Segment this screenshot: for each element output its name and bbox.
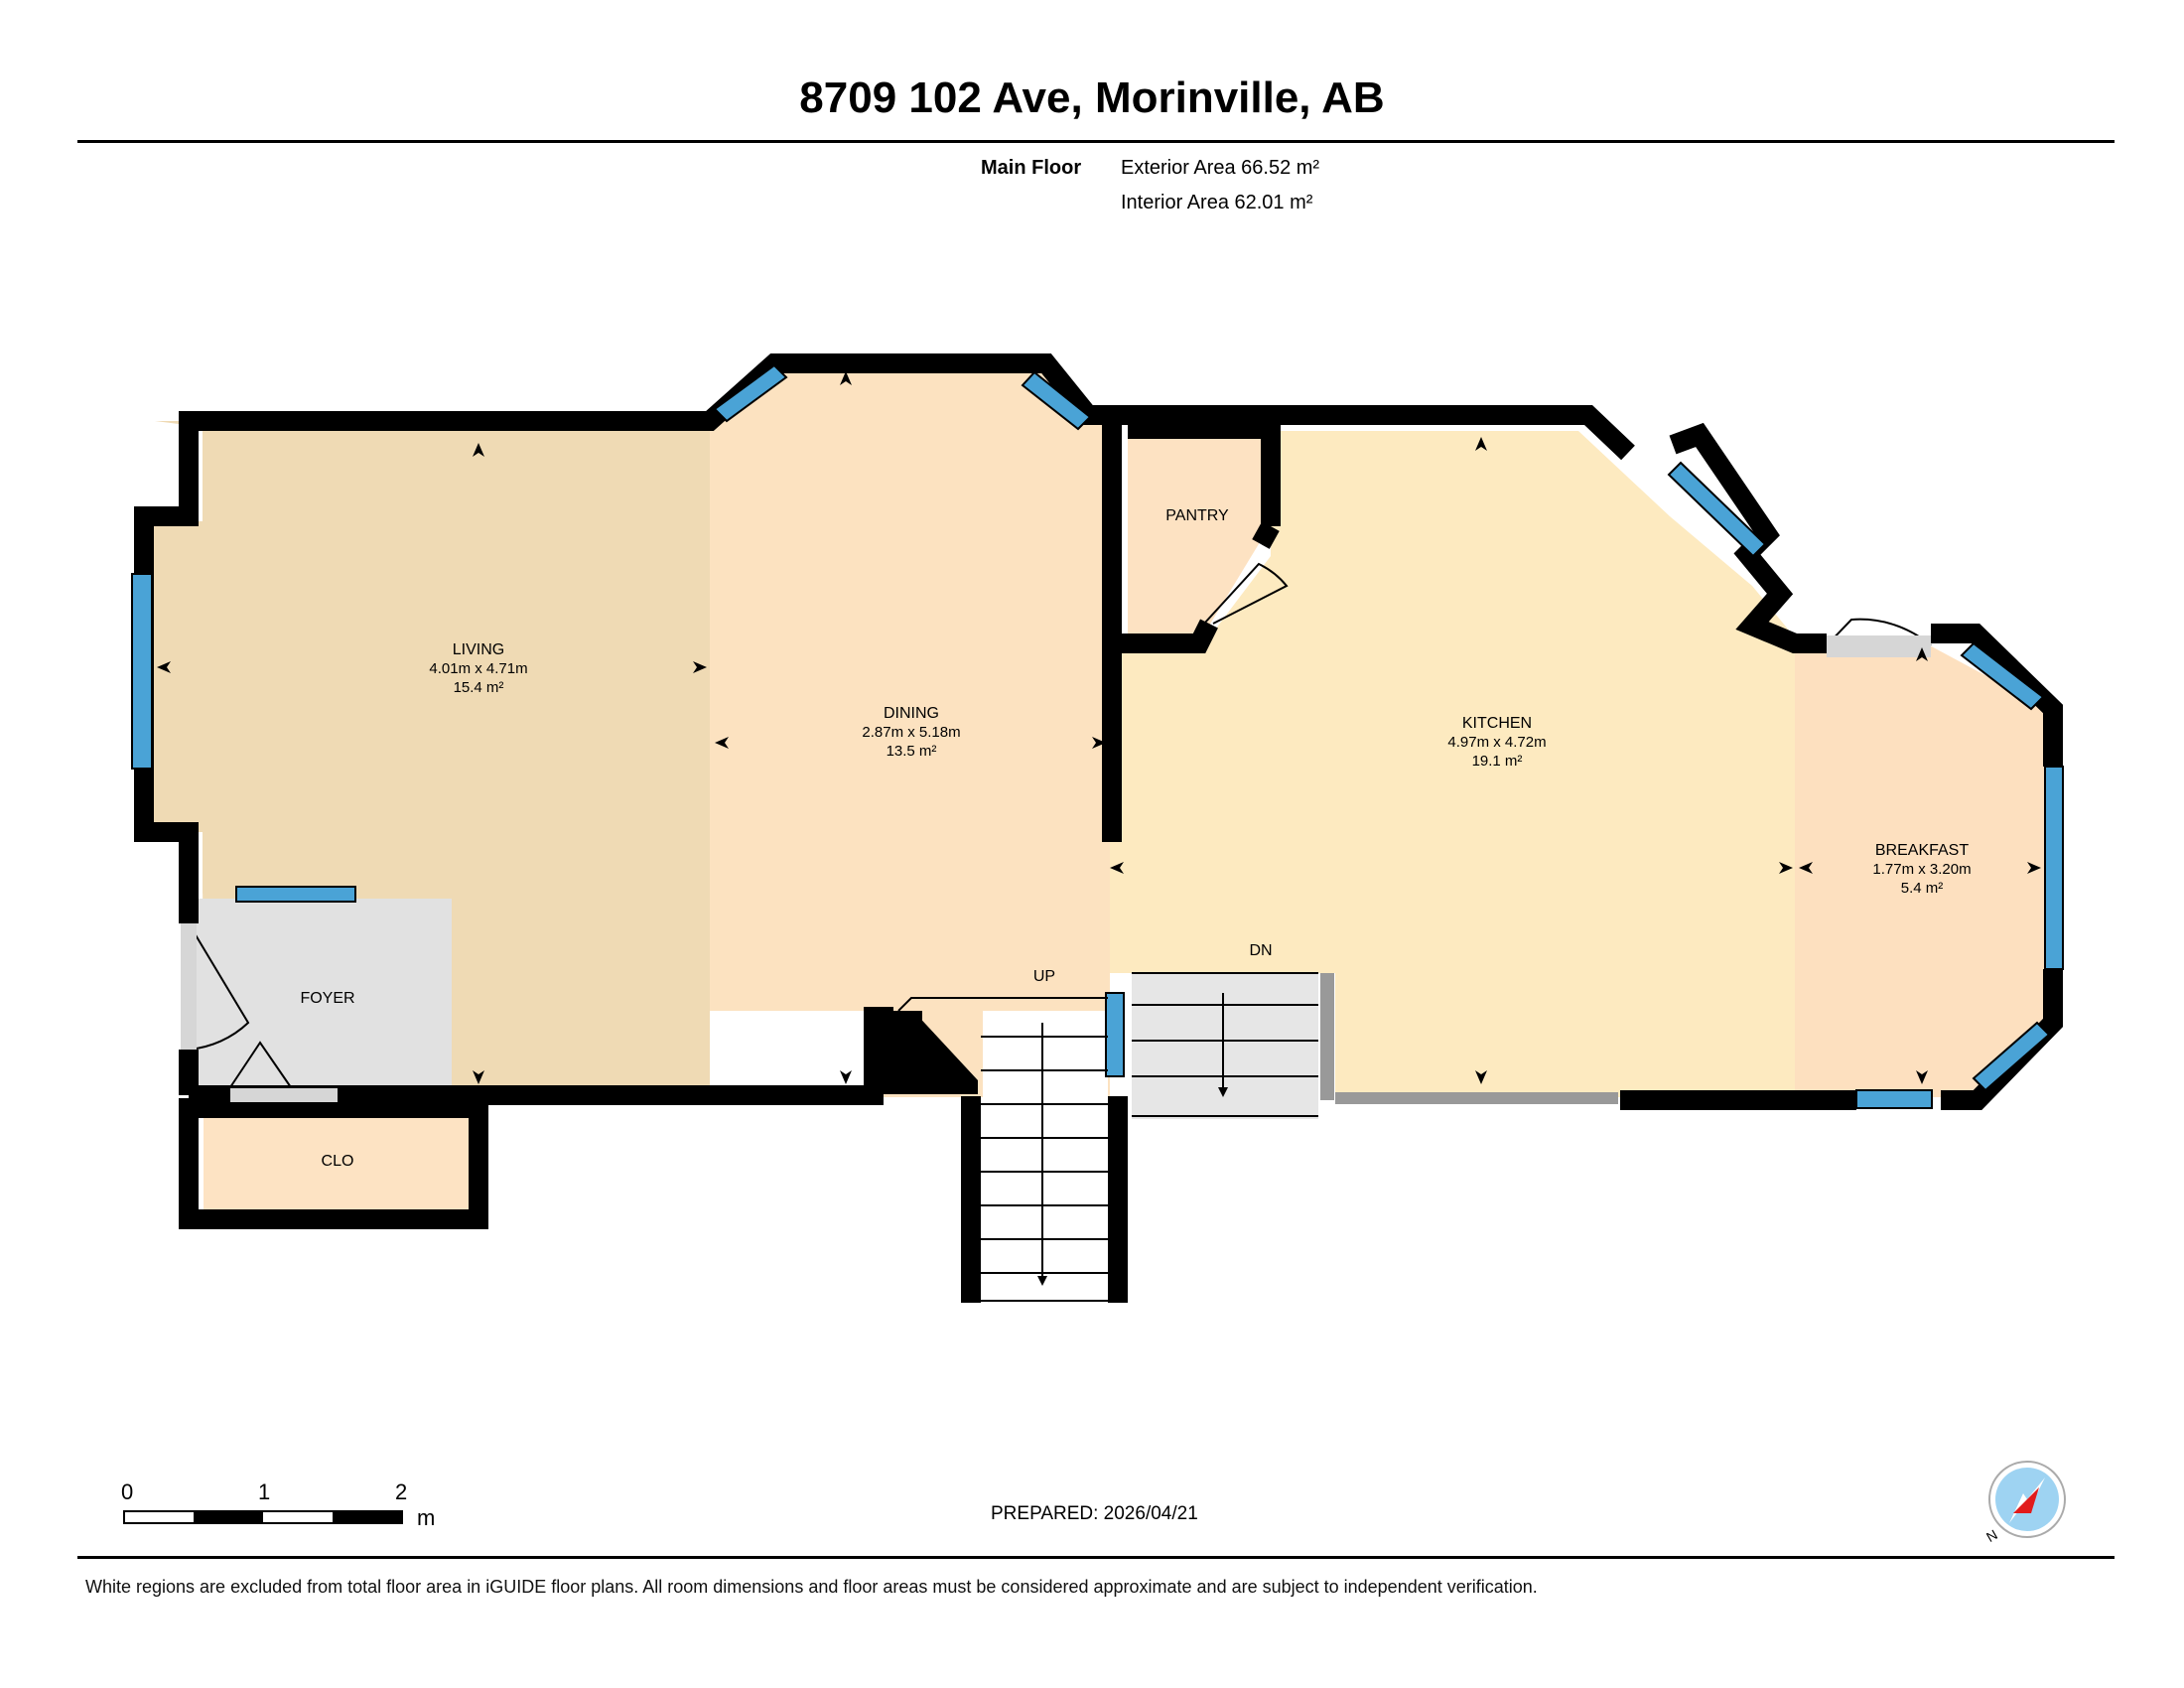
- wall-kitchen-stair-edge: [1320, 973, 1334, 1100]
- door-threshold-breakfast: [1827, 635, 1931, 657]
- windows: [131, 363, 2064, 1109]
- breakfast-room: [1795, 643, 2059, 1097]
- pantry-name: PANTRY: [1165, 507, 1229, 524]
- scale-unit: m: [417, 1505, 436, 1530]
- scale-bar: [123, 1510, 403, 1524]
- wall-stair-left: [961, 1096, 981, 1303]
- scale-tick-1: 1: [258, 1479, 271, 1504]
- living-dims: 4.01m x 4.71m: [429, 660, 527, 677]
- compass-north-label: N: [1983, 1526, 2000, 1545]
- stair-treads: [981, 972, 1318, 1302]
- interior-area: Interior Area 62.01 m²: [1121, 192, 1313, 213]
- breakfast-name: BREAKFAST: [1875, 842, 1969, 859]
- kitchen-room: [1110, 431, 1795, 1097]
- exterior-area: Exterior Area 66.52 m²: [1121, 157, 1320, 179]
- floor-label: Main Floor: [981, 157, 1082, 179]
- kitchen-name: KITCHEN: [1462, 715, 1532, 732]
- living-area: 15.4 m²: [454, 679, 504, 696]
- stair-up-area: [983, 1011, 1108, 1301]
- dining-room: [710, 363, 1110, 1097]
- dining-name: DINING: [884, 705, 939, 722]
- living-name: LIVING: [453, 641, 504, 658]
- breakfast-dims: 1.77m x 3.20m: [1872, 861, 1971, 878]
- pantry-room: [1128, 431, 1271, 635]
- page-title: 8709 102 Ave, Morinville, AB: [799, 73, 1385, 122]
- footer-rule: [77, 1556, 2115, 1559]
- prepared-date: PREPARED: 2026/04/21: [991, 1503, 1198, 1524]
- dining-area: 13.5 m²: [887, 743, 937, 760]
- living-room-main: [154, 429, 710, 1097]
- stair-up-label: UP: [1033, 968, 1055, 985]
- foyer-room: [189, 899, 452, 1097]
- header-rule: [77, 140, 2115, 143]
- dimension-arrows: [157, 371, 2041, 1084]
- wall-kitchen-lower: [1335, 1092, 1618, 1104]
- wall-stair-right: [1108, 1096, 1128, 1303]
- stair-down-area: [1132, 973, 1318, 1119]
- scale-tick-2: 2: [395, 1479, 408, 1504]
- dining-dims: 2.87m x 5.18m: [862, 724, 960, 741]
- foyer-name: FOYER: [300, 990, 354, 1007]
- door-threshold-foyer-side: [181, 923, 197, 1050]
- scale-tick-0: 0: [121, 1479, 134, 1504]
- closet-room: [204, 1107, 478, 1213]
- kitchen-area: 19.1 m²: [1472, 753, 1523, 770]
- stair-up-rail: [897, 997, 1108, 1012]
- compass-icon: N: [1983, 1461, 2066, 1545]
- stair-down-label: DN: [1249, 942, 1272, 959]
- disclaimer-text: White regions are excluded from total fl…: [85, 1577, 1538, 1597]
- wall-up-wedge: [913, 1011, 978, 1094]
- closet-name: CLO: [322, 1153, 354, 1170]
- door-threshold-foyer: [230, 1088, 338, 1102]
- breakfast-area: 5.4 m²: [1901, 880, 1944, 897]
- kitchen-dims: 4.97m x 4.72m: [1447, 734, 1546, 751]
